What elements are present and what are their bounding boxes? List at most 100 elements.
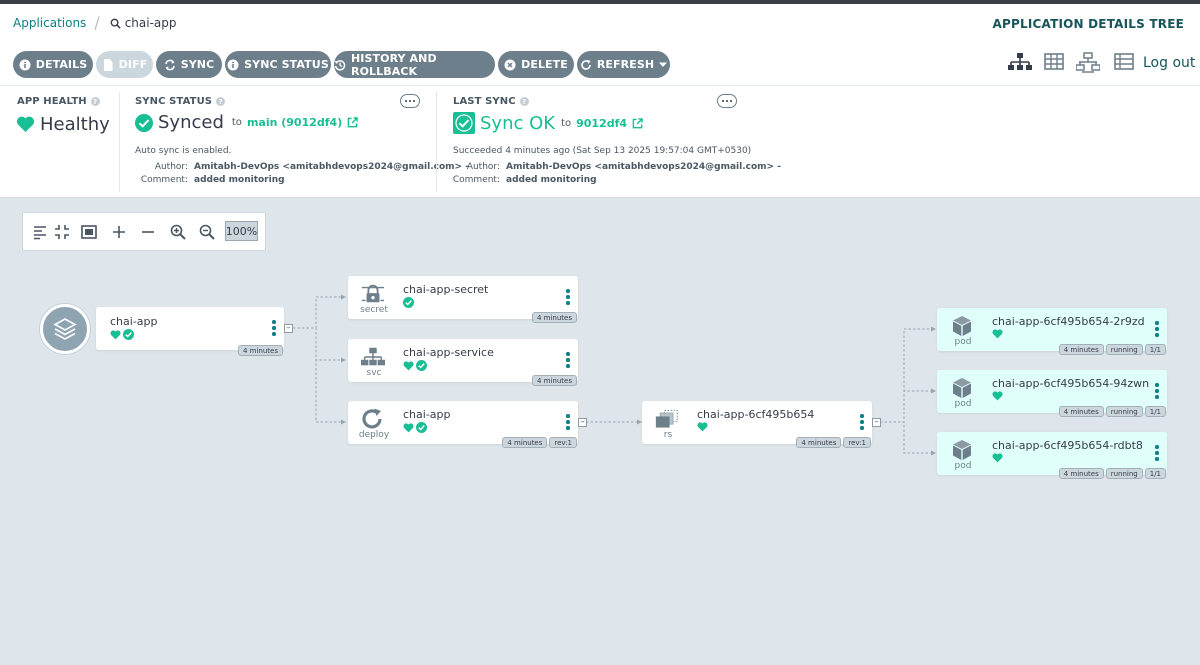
age-tag: 4 minutes (237, 345, 283, 356)
heart-icon (16, 116, 35, 133)
check-circle-icon (403, 297, 414, 308)
zoom-in-icon[interactable] (169, 223, 187, 241)
node-tags: 4 minutes (237, 345, 283, 356)
node-name: chai-app-6cf495b654 (697, 408, 815, 421)
state-tag: running (1105, 344, 1143, 355)
breadcrumb-applications[interactable]: Applications (13, 16, 87, 30)
service-icon (361, 347, 385, 367)
node-menu-icon[interactable] (272, 320, 276, 336)
node-secret[interactable]: secret chai-app-secret 4 minutes (348, 276, 578, 323)
history-icon (334, 59, 346, 71)
network-view-icon[interactable] (1076, 52, 1100, 74)
heart-icon (697, 422, 708, 432)
state-tag: running (1105, 468, 1143, 479)
node-status (403, 360, 427, 371)
expand-plus-icon[interactable] (110, 223, 128, 241)
sync-button[interactable]: SYNC (156, 51, 222, 78)
node-menu-icon[interactable] (1155, 321, 1159, 337)
node-status (110, 329, 134, 340)
diff-label: DIFF (118, 58, 148, 71)
node-menu-icon[interactable] (860, 414, 864, 430)
collapse-toggle[interactable]: – (872, 418, 881, 427)
last-sync-more-button[interactable] (717, 94, 737, 108)
node-kind: rs (663, 430, 673, 440)
sync-status-row: Synced to main (9012df4) (135, 112, 359, 133)
sync-revision-link[interactable]: main (9012df4) (246, 116, 343, 129)
state-tag: running (1105, 406, 1143, 417)
revision-tag: rev:1 (843, 437, 871, 448)
chevron-down-icon (659, 58, 668, 71)
check-square-icon (453, 112, 475, 134)
help-icon[interactable]: ? (216, 97, 226, 106)
refresh-button[interactable]: REFRESH (577, 51, 670, 78)
collapse-minus-icon[interactable] (139, 223, 157, 241)
age-tag: 4 minutes (531, 375, 577, 386)
node-name: chai-app-6cf495b654-94zwn (992, 377, 1150, 390)
node-name: chai-app-6cf495b654-rdbt8 (992, 439, 1143, 452)
node-menu-icon[interactable] (566, 352, 570, 368)
help-icon[interactable]: ? (519, 97, 529, 106)
breadcrumb: Applications / chai-app (13, 15, 177, 31)
sync-status-more-button[interactable] (400, 94, 420, 108)
last-sync-to: to (561, 117, 572, 129)
delete-button[interactable]: DELETE (498, 51, 574, 78)
application-root-icon[interactable] (40, 304, 90, 354)
node-pod[interactable]: pod chai-app-6cf495b654-rdbt8 4 minutes … (937, 432, 1167, 479)
external-link-icon[interactable] (347, 117, 359, 128)
tree-view-icon[interactable] (1008, 52, 1032, 74)
heart-icon (403, 360, 414, 370)
node-pod[interactable]: pod chai-app-6cf495b654-2r9zd 4 minutes … (937, 308, 1167, 355)
breadcrumb-current[interactable]: chai-app (110, 16, 177, 30)
list-view-icon[interactable] (1114, 52, 1134, 72)
align-left-icon[interactable] (31, 223, 49, 241)
node-menu-icon[interactable] (1155, 445, 1159, 461)
sync-comment-row: Comment: added monitoring (128, 175, 285, 185)
logout-link[interactable]: Log out (1143, 55, 1196, 71)
diff-button[interactable]: DIFF (96, 51, 153, 78)
collapse-toggle[interactable]: – (284, 324, 293, 333)
divider (436, 92, 437, 192)
sync-status-label: SYNC STATUS (244, 58, 329, 71)
heart-icon (992, 329, 1003, 339)
node-tags: 4 minutes (531, 312, 577, 323)
node-status (697, 422, 708, 432)
external-link-icon[interactable] (632, 117, 643, 129)
node-replicaset[interactable]: rs chai-app-6cf495b654 4 minutes rev:1 (642, 401, 872, 448)
pod-icon (950, 378, 974, 398)
collapse-toggle[interactable]: – (578, 418, 587, 427)
node-tags: 4 minutes (531, 375, 577, 386)
fit-screen-icon[interactable] (80, 223, 98, 241)
grid-view-icon[interactable] (1044, 52, 1064, 72)
sync-status-title-text: SYNC STATUS (135, 96, 213, 107)
pod-icon (950, 316, 974, 336)
sync-author-row: Author: Amitabh-DevOps <amitabhdevops202… (128, 162, 469, 172)
node-application[interactable]: chai-app 4 minutes (96, 307, 284, 356)
zoom-level[interactable]: 100% (225, 221, 258, 241)
zoom-out-icon[interactable] (198, 223, 216, 241)
node-status (992, 453, 1003, 463)
last-sync-comment-row: Comment: added monitoring (440, 175, 597, 185)
node-deployment[interactable]: deploy chai-app 4 minutes rev:1 (348, 401, 578, 448)
help-icon[interactable]: ? (90, 97, 100, 106)
node-menu-icon[interactable] (566, 414, 570, 430)
details-label: DETAILS (35, 58, 88, 71)
compress-icon[interactable] (53, 223, 71, 241)
refresh-icon (580, 59, 592, 71)
details-button[interactable]: DETAILS (13, 51, 93, 78)
last-sync-revision-link[interactable]: 9012df4 (576, 116, 628, 130)
node-pod[interactable]: pod chai-app-6cf495b654-94zwn 4 minutes … (937, 370, 1167, 417)
divider (119, 92, 120, 192)
ready-tag: 1/1 (1144, 468, 1166, 479)
sync-status-button[interactable]: SYNC STATUS (225, 51, 331, 78)
app-health-title-text: APP HEALTH (17, 96, 87, 107)
node-menu-icon[interactable] (1155, 383, 1159, 399)
heart-icon (992, 391, 1003, 401)
node-status (992, 329, 1003, 339)
replicaset-icon (655, 409, 679, 429)
node-kind: pod (954, 399, 972, 409)
status-summary: APP HEALTH ? Healthy SYNC STATUS ? Synce… (0, 86, 1200, 198)
history-rollback-button[interactable]: HISTORY AND ROLLBACK (334, 51, 495, 78)
node-menu-icon[interactable] (566, 289, 570, 305)
node-service[interactable]: svc chai-app-service 4 minutes (348, 339, 578, 386)
comment-label: Comment: (140, 175, 188, 185)
